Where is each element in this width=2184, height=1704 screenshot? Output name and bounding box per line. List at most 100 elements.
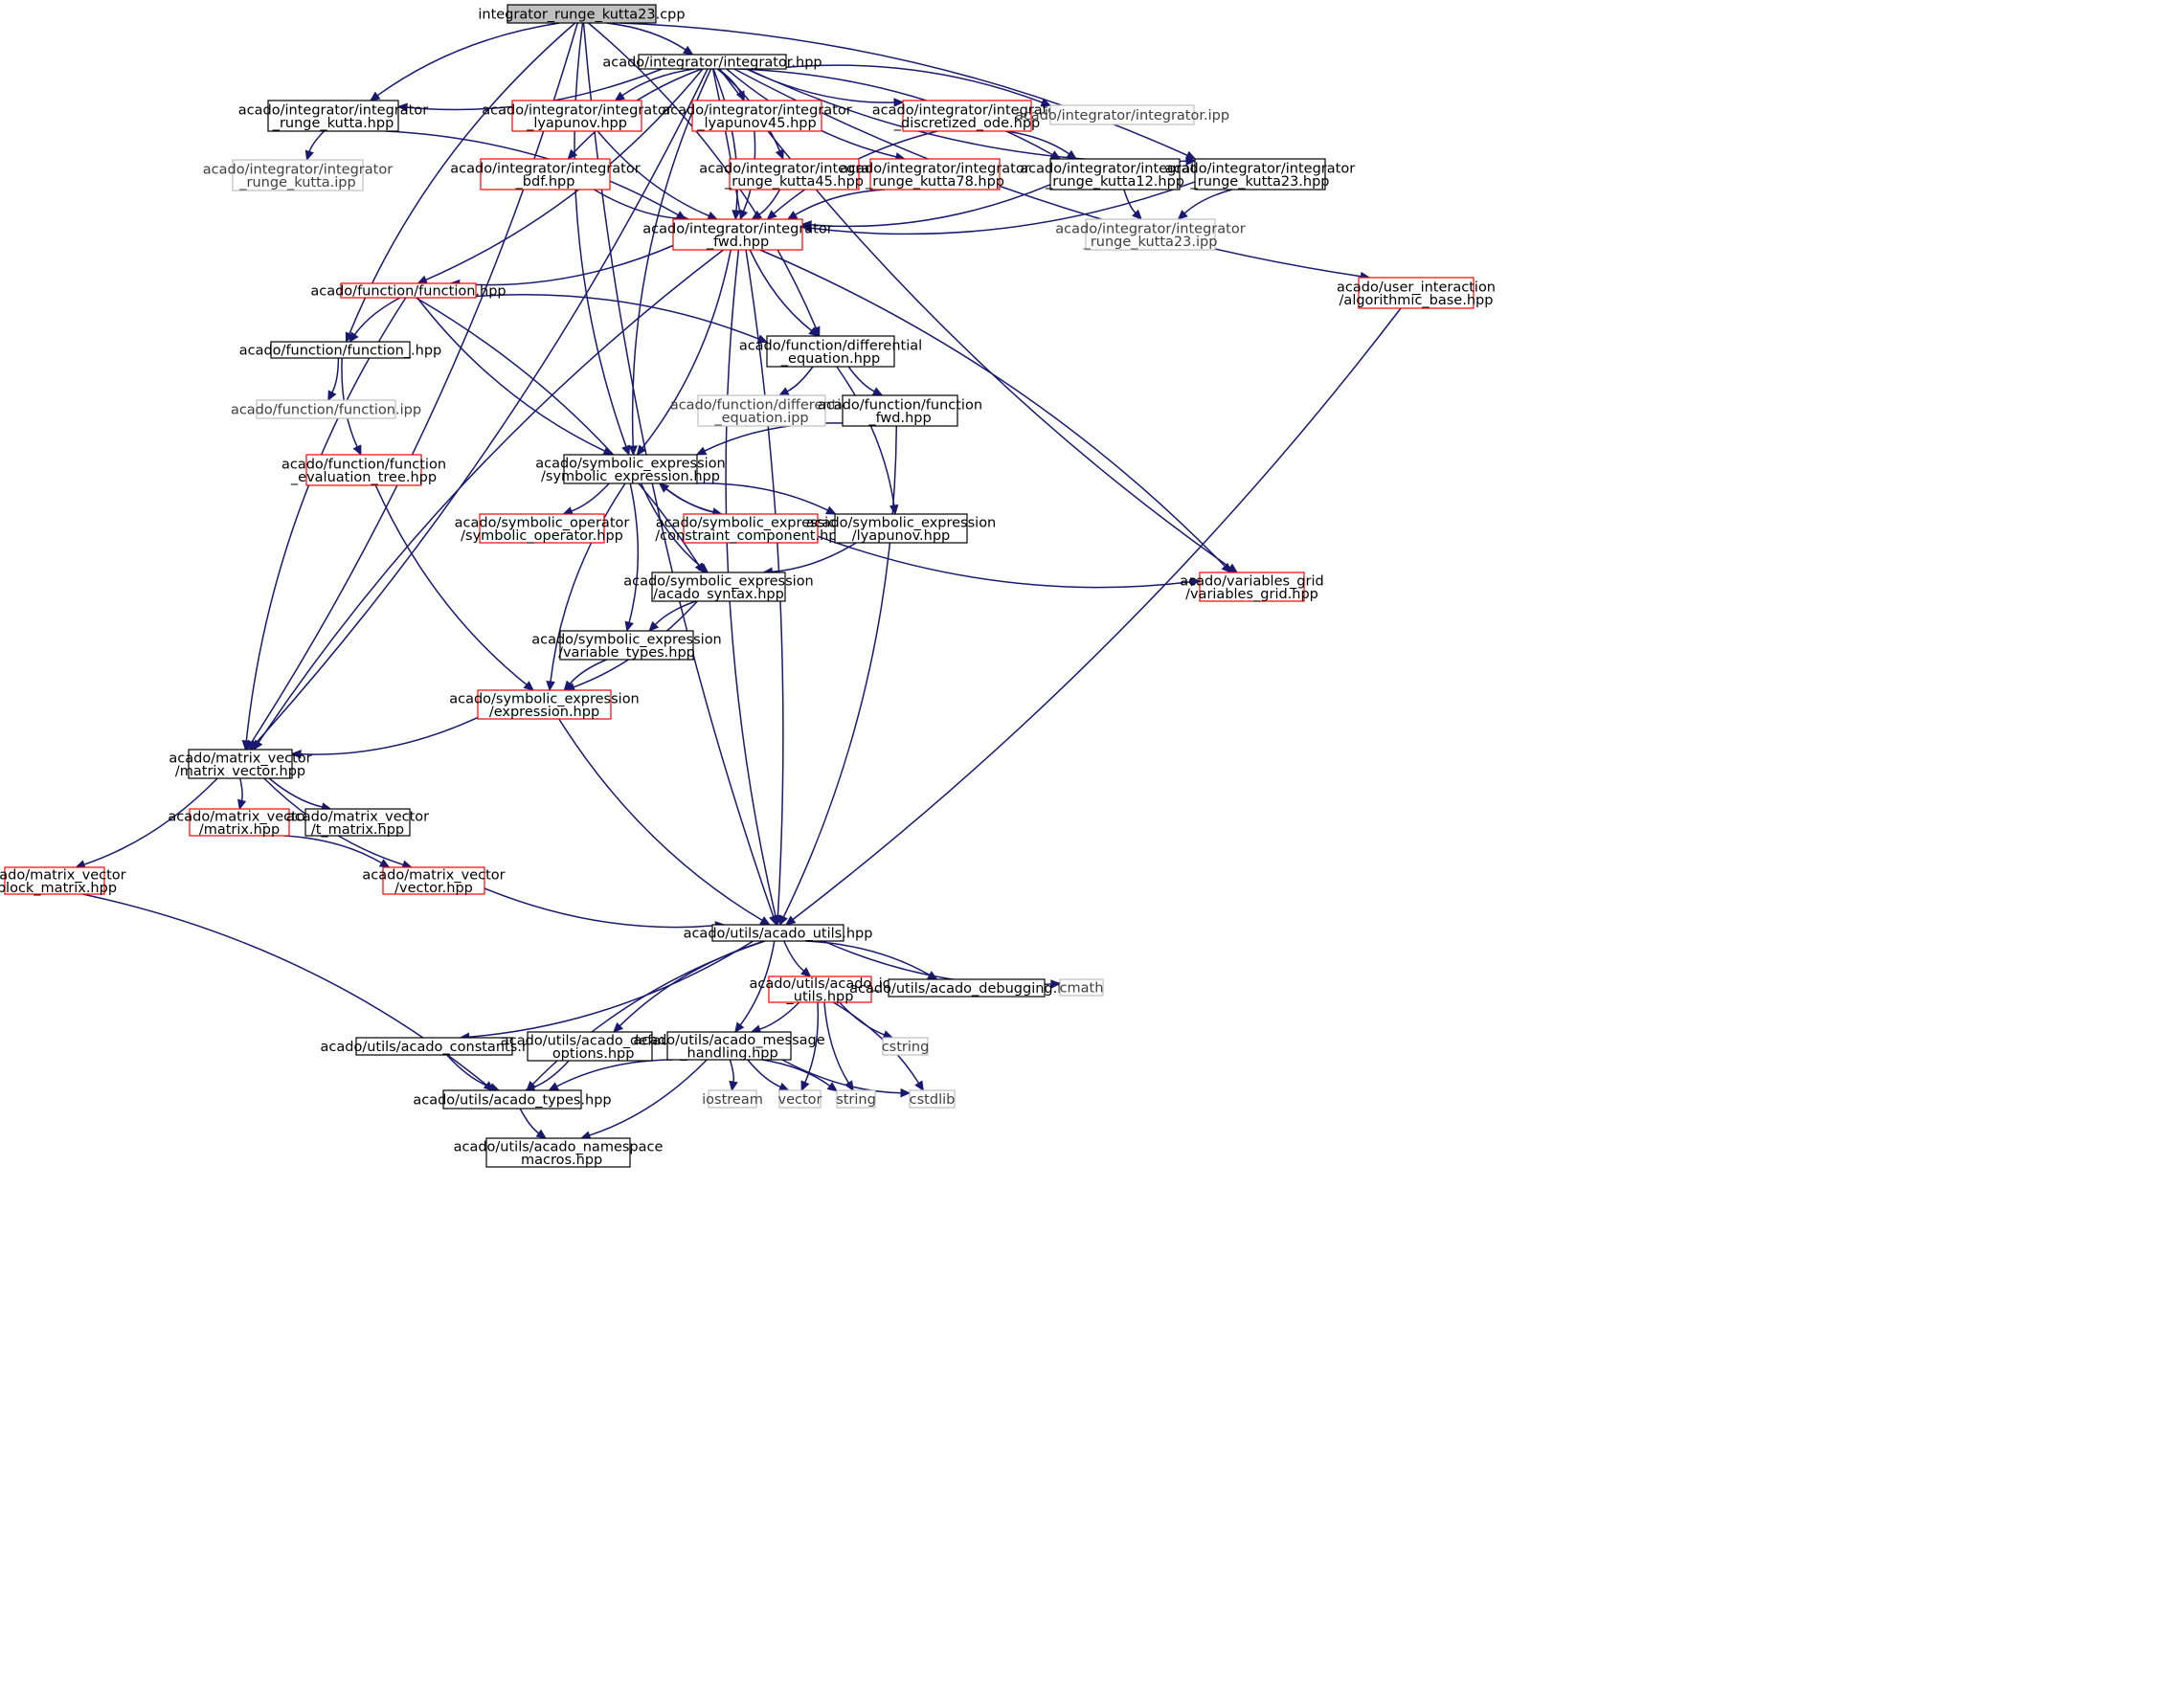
node-integrator[interactable]: acado/integrator/integrator.hpp bbox=[602, 54, 822, 71]
arrowhead-icon bbox=[777, 1082, 790, 1091]
node-label: _options.hpp bbox=[545, 1046, 635, 1062]
node-rk12[interactable]: acado/integrator/integrator_runge_kutta1… bbox=[1020, 158, 1210, 191]
node-label: /matrix_vector.hpp bbox=[175, 764, 305, 779]
arrowhead-icon bbox=[778, 914, 788, 927]
edge-vartypes-to-expr bbox=[569, 659, 607, 684]
node-syntax[interactable]: acado/symbolic_expression/acado_syntax.h… bbox=[623, 572, 814, 602]
node-label: _fwd.hpp bbox=[867, 411, 931, 426]
arrowhead-icon bbox=[621, 444, 631, 457]
node-symop[interactable]: acado/symbolic_operator/symbolic_operato… bbox=[455, 513, 630, 544]
arrowhead-icon bbox=[759, 916, 771, 926]
node-box bbox=[270, 341, 411, 359]
node-lyap45[interactable]: acado/integrator/integrator_lyapunov45.h… bbox=[662, 100, 852, 132]
node-label: acado/symbolic_expression bbox=[656, 515, 846, 530]
arrowhead-icon bbox=[1132, 209, 1142, 220]
edge-rk45-to-fwd bbox=[758, 189, 781, 215]
node-evaltree[interactable]: acado/function/function_evaluation_tree.… bbox=[281, 454, 446, 486]
node-msg[interactable]: acado/utils/acado_message_handling.hpp bbox=[633, 1031, 825, 1061]
node-rk[interactable]: acado/integrator/integrator_runge_kutta.… bbox=[238, 100, 428, 132]
arrowhead-icon bbox=[523, 681, 534, 691]
node-constr[interactable]: acado/symbolic_expression/constraint_com… bbox=[655, 513, 846, 544]
edge-integrator-to-rk12 bbox=[737, 68, 1053, 156]
node-label: acado/integrator/integrator bbox=[840, 161, 1029, 176]
edge-types-to-nsmacros bbox=[519, 1108, 540, 1134]
edge-symexpr-to-syntax bbox=[641, 482, 702, 568]
edge-root-to-rk bbox=[376, 22, 560, 97]
node-label: acado/matrix_vector bbox=[168, 809, 310, 824]
arrowhead-icon bbox=[548, 1082, 560, 1091]
node-box bbox=[869, 158, 1001, 191]
edge-integrator-to-vargrid bbox=[719, 68, 1231, 569]
edge-matvec-to-blockm bbox=[83, 777, 218, 865]
node-box bbox=[507, 4, 657, 24]
node-label: acado/integrator/integrator bbox=[662, 102, 851, 118]
node-label: acado/integrator/integrator.hpp bbox=[602, 56, 822, 71]
arrowhead-icon bbox=[771, 914, 780, 927]
node-symexpr[interactable]: acado/symbolic_expression/symbolic_expre… bbox=[535, 454, 726, 484]
arrowhead-icon bbox=[695, 446, 708, 456]
node-ioutils[interactable]: acado/utils/acado_io_utils.hpp bbox=[749, 975, 891, 1005]
node-matvec[interactable]: acado/matrix_vector/matrix_vector.hpp bbox=[169, 749, 312, 779]
node-tmatrix[interactable]: acado/matrix_vector/t_matrix.hpp bbox=[286, 808, 429, 838]
arrowhead-icon bbox=[290, 750, 302, 759]
node-blockm[interactable]: acado/matrix_vector/block_matrix.hpp bbox=[0, 866, 126, 896]
node-fwd[interactable]: acado/integrator/integrator_fwd.hpp bbox=[642, 218, 833, 251]
edge-rk12-to-rk23ipp bbox=[1123, 189, 1137, 214]
node-box bbox=[766, 335, 895, 368]
node-defopts[interactable]: acado/utils/acado_default_options.hpp bbox=[501, 1031, 679, 1062]
node-label: acado/utils/acado_default bbox=[501, 1033, 679, 1048]
node-expr[interactable]: acado/symbolic_expression/expression.hpp bbox=[449, 689, 640, 720]
edge-lyap-to-fwd bbox=[597, 130, 709, 217]
node-label: _runge_kutta23.hpp bbox=[1189, 174, 1329, 190]
edge-matvec-to-tmatrix bbox=[268, 777, 323, 808]
node-rk23[interactable]: acado/integrator/integrator_runge_kutta2… bbox=[1165, 158, 1355, 191]
node-function[interactable]: acado/function/function.hpp bbox=[310, 282, 507, 300]
node-constants[interactable]: acado/utils/acado_constants.hpp bbox=[321, 1037, 549, 1056]
node-lyap[interactable]: acado/integrator/integrator_lyapunov.hpp bbox=[482, 100, 672, 132]
node-rk23ipp: acado/integrator/integrator_runge_kutta2… bbox=[1055, 218, 1246, 251]
node-rk78[interactable]: acado/integrator/integrator_runge_kutta7… bbox=[840, 158, 1030, 191]
node-userint[interactable]: acado/user_interaction/algorithmic_base.… bbox=[1337, 277, 1496, 309]
edge-function-to-syntax bbox=[416, 297, 700, 566]
node-label: acado/user_interaction bbox=[1337, 280, 1496, 295]
node-funcfwd[interactable]: acado/function/function_fwd.hpp bbox=[818, 394, 982, 427]
node-discode[interactable]: acado/integrator/integrator_discretized_… bbox=[872, 100, 1062, 132]
node-box bbox=[834, 513, 968, 544]
node-vartypes[interactable]: acado/symbolic_expression/variable_types… bbox=[531, 630, 722, 661]
node-root[interactable]: integrator_runge_kutta23.cpp bbox=[478, 4, 686, 24]
edge-root-to-rk23 bbox=[619, 22, 1188, 156]
node-box bbox=[4, 866, 105, 895]
node-diffeq[interactable]: acado/function/differential_equation.hpp bbox=[739, 335, 922, 368]
edge-symexpr-to-symop bbox=[571, 482, 610, 512]
node-string: string bbox=[836, 1089, 876, 1109]
edge-function-to-matvec bbox=[245, 297, 407, 742]
arrowhead-icon bbox=[567, 148, 578, 160]
node-symlyap[interactable]: acado/symbolic_expression/lyapunov.hpp bbox=[806, 513, 997, 544]
edge-function-to-diffeq bbox=[458, 294, 759, 340]
node-box bbox=[683, 513, 819, 544]
edge-expr-to-utils bbox=[558, 718, 763, 922]
arrowhead-icon bbox=[241, 740, 252, 751]
arrowhead-icon bbox=[766, 210, 777, 220]
node-bdf[interactable]: acado/integrator/integrator_bdf.hpp bbox=[450, 158, 641, 191]
node-nsmacros[interactable]: acado/utils/acado_namespace_macros.hpp bbox=[454, 1137, 664, 1168]
node-vargrid[interactable]: acado/variables_grid/variables_grid.hpp bbox=[1180, 572, 1324, 602]
node-label: /expression.hpp bbox=[489, 705, 599, 720]
node-box bbox=[768, 975, 872, 1003]
node-label: /t_matrix.hpp bbox=[311, 822, 404, 838]
node-types[interactable]: acado/utils/acado_types.hpp bbox=[413, 1089, 612, 1110]
edge-function-to-function_ bbox=[353, 297, 401, 336]
node-label: acado/utils/acado_debugging.hpp bbox=[849, 981, 1084, 997]
node-matrix[interactable]: acado/matrix_vector/matrix.hpp bbox=[168, 808, 311, 838]
node-box bbox=[638, 54, 787, 70]
edge-discode-to-rk12 bbox=[1005, 130, 1070, 155]
node-debugging[interactable]: acado/utils/acado_debugging.hpp bbox=[849, 978, 1084, 998]
node-label: /symbolic_operator.hpp bbox=[461, 528, 623, 544]
arrowhead-icon bbox=[808, 326, 820, 337]
node-function_[interactable]: acado/function/function_.hpp bbox=[239, 341, 442, 359]
edge-msg-to-string bbox=[761, 1059, 831, 1087]
node-utils[interactable]: acado/utils/acado_utils.hpp bbox=[684, 924, 873, 942]
node-rk45[interactable]: acado/integrator/integrator_runge_kutta4… bbox=[699, 158, 889, 191]
node-vector[interactable]: acado/matrix_vector/vector.hpp bbox=[362, 866, 506, 896]
